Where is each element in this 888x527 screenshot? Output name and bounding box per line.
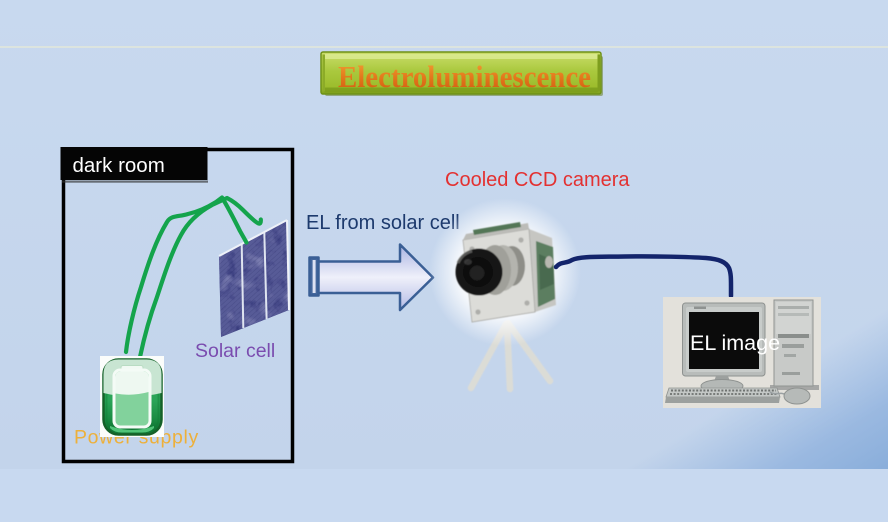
svg-text:dark room: dark room: [73, 154, 165, 177]
svg-text:Solar cell: Solar cell: [195, 340, 275, 362]
svg-text:Electroluminescence: Electroluminescence: [338, 59, 591, 94]
svg-text:Cooled CCD camera: Cooled CCD camera: [445, 169, 630, 191]
svg-text:EL image: EL image: [690, 331, 780, 355]
svg-text:EL from solar cell: EL from solar cell: [306, 212, 460, 234]
